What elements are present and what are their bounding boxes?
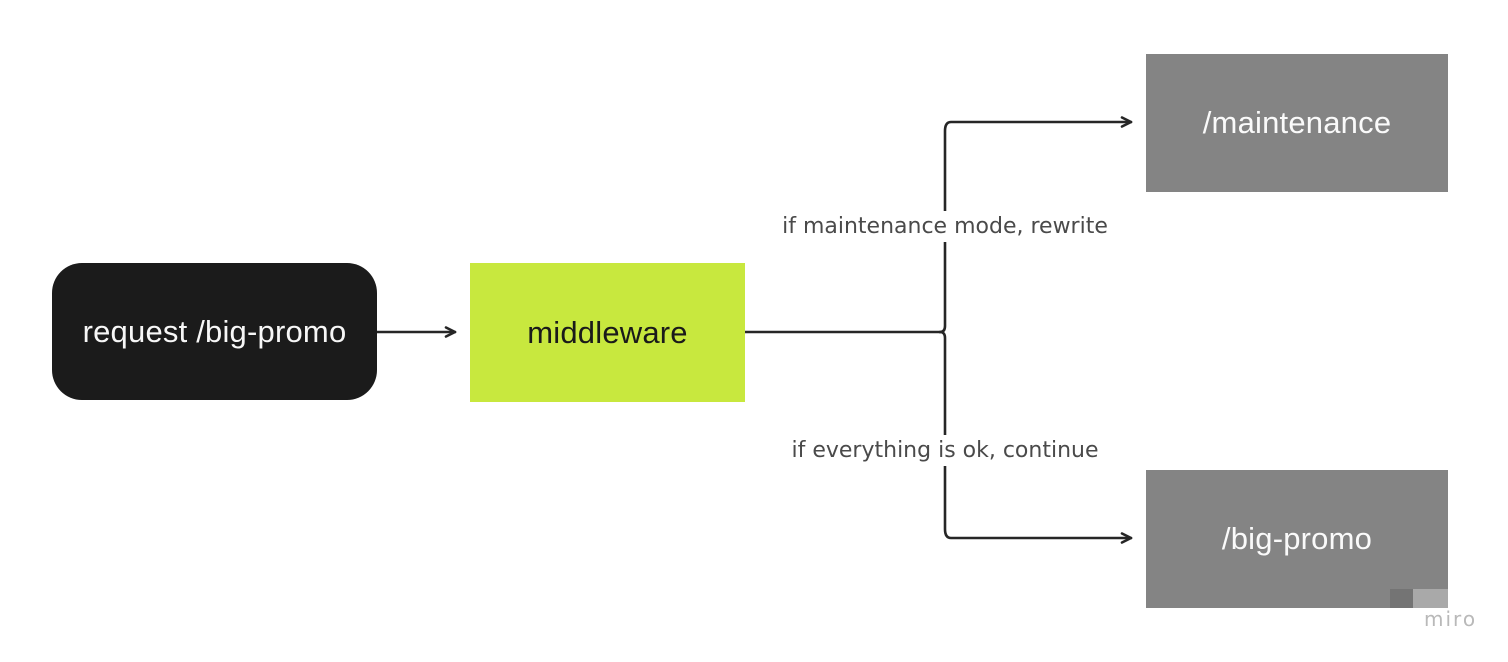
node-big-promo: /big-promo (1146, 470, 1448, 608)
node-maintenance-label: /maintenance (1202, 105, 1392, 140)
node-middleware: middleware (470, 263, 745, 402)
node-maintenance: /maintenance (1146, 54, 1448, 192)
edge-label-maintenance-mode: if maintenance mode, rewrite (774, 211, 1116, 242)
node-request-big-promo: request /big-promo (52, 263, 377, 400)
edge-middleware-to-bigpromo (938, 330, 1133, 544)
node-big-promo-label: /big-promo (1221, 521, 1373, 556)
watermark-shade-light (1413, 589, 1458, 608)
node-request-label: request /big-promo (82, 313, 347, 349)
node-middleware-label: middleware (527, 314, 688, 350)
watermark-shade-dark (1390, 589, 1413, 608)
edge-label-everything-ok: if everything is ok, continue (783, 435, 1107, 466)
miro-watermark: miro (1424, 607, 1478, 631)
